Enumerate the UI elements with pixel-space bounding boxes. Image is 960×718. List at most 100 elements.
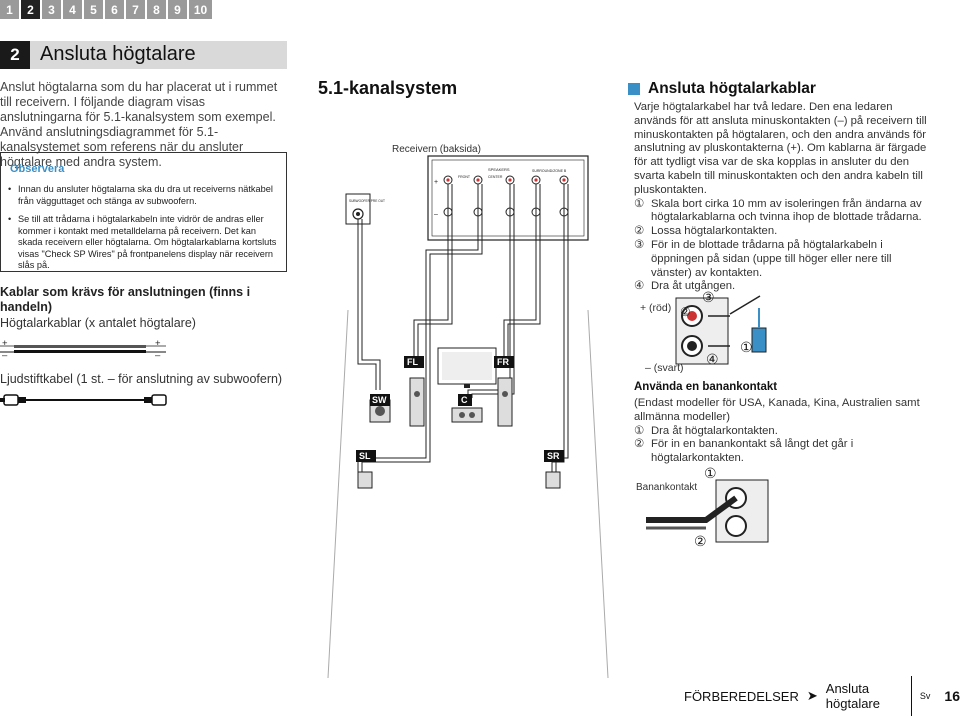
banana-heading: Använda en banankontakt — [634, 381, 778, 393]
right-heading: Ansluta högtalarkablar — [628, 80, 816, 98]
subwoofer-pre-out: SUBWOOFER PRE OUT — [345, 193, 385, 225]
speaker-sl — [357, 471, 373, 489]
note-item-text: Se till att trådarna i högtalarkabeln in… — [18, 214, 277, 270]
tag-fr: FR — [497, 357, 509, 367]
plus-terminal-mark: + — [434, 179, 438, 186]
note-item: • Innan du ansluter högtalarna ska du dra… — [8, 184, 280, 207]
minus-label-left: – — [2, 350, 8, 361]
speaker-sr — [545, 471, 561, 489]
plus-label-left: + — [2, 338, 8, 349]
speaker-c — [451, 407, 483, 423]
tag-fl: FL — [407, 357, 418, 367]
plus-red-label: + (röd) — [640, 302, 672, 314]
step-number: ② — [634, 438, 645, 451]
note-title: Observera — [10, 163, 65, 175]
banana-body: (Endast modeller för USA, Kanada, Kina, … — [634, 397, 934, 466]
step-item: ① Dra åt högtalarkontakten. — [634, 425, 934, 439]
chapter-tabs: 1 2 3 4 5 6 7 8 9 10 — [0, 0, 212, 19]
speaker-fl — [409, 377, 425, 427]
step-number: ① — [634, 197, 645, 210]
callout-2: ② — [680, 305, 691, 319]
tv-illustration — [437, 347, 497, 388]
minus-terminal-mark: – — [434, 211, 438, 218]
step-text: Dra åt högtalarkontakten. — [651, 424, 778, 437]
footer-topic[interactable]: Ansluta högtalare — [825, 681, 880, 711]
banana-callout-2: ② — [694, 533, 707, 549]
right-body: Varje högtalarkabel har två ledare. Den … — [634, 101, 934, 294]
tab-3[interactable]: 3 — [42, 0, 61, 19]
footer: FÖRBEREDELSER ➤ Ansluta högtalare Sv 16 — [684, 681, 960, 711]
tab-4[interactable]: 4 — [63, 0, 82, 19]
sub-cable-label: Ljudstiftkabel (1 st. – för anslutning a… — [0, 372, 283, 386]
step-text: Dra åt utgången. — [651, 280, 736, 293]
banana-callout-1: ① — [704, 465, 717, 481]
bullet-icon: • — [8, 184, 12, 194]
step-item: ② För in en banankontakt så långt det går… — [634, 438, 934, 466]
speaker-cable-illustration — [0, 345, 166, 353]
intro-text: Anslut högtalarna som du har placerat ut… — [0, 80, 278, 169]
surround-text: SURROUND/ZONE B — [532, 169, 567, 173]
tab-1[interactable]: 1 — [0, 0, 19, 19]
callout-4: ④ — [706, 351, 719, 367]
step-item: ① Skala bort cirka 10 mm av isoleringen f… — [634, 198, 934, 226]
note-list: • Innan du ansluter högtalarna ska du dra… — [8, 184, 280, 279]
cables-title: Kablar som krävs för anslutningen (finns… — [0, 285, 251, 314]
receiver-label: Receivern (baksida) — [392, 144, 481, 155]
step-number: ② — [634, 225, 645, 238]
step-number: ④ — [634, 280, 645, 293]
tag-sr: SR — [547, 451, 560, 461]
center-text: CENTER — [488, 175, 503, 179]
speaker-fr — [497, 377, 513, 427]
front-text: FRONT — [458, 175, 471, 179]
note-item-text: Innan du ansluter högtalarna ska du dra … — [18, 184, 273, 206]
right-heading-text: Ansluta högtalarkablar — [648, 80, 816, 97]
speaker-cable-label: Högtalarkablar (x antalet högtalare) — [0, 316, 196, 330]
step-number: ③ — [634, 238, 645, 251]
tag-c: C — [461, 395, 468, 405]
terminal-illustration: ③ ② ④ ① — [675, 289, 767, 367]
heading-square-icon — [628, 83, 640, 95]
plus-label-right: + — [155, 338, 161, 349]
step-number: ① — [634, 424, 645, 437]
section-number: 2 — [0, 41, 30, 69]
footer-divider — [911, 676, 912, 716]
banana-illustration: ① ② — [646, 465, 769, 549]
minus-label-right: – — [155, 350, 161, 361]
minus-black-label: – (svart) — [645, 362, 684, 374]
callout-3: ③ — [702, 289, 715, 305]
tab-9[interactable]: 9 — [168, 0, 187, 19]
receiver-back-panel: SPEAKERS FRONT CENTER SURROUND/ZONE B + … — [427, 155, 589, 241]
tab-7[interactable]: 7 — [126, 0, 145, 19]
tag-sw: SW — [372, 395, 387, 405]
page-number: 16 — [944, 688, 960, 704]
footer-arrow-icon: ➤ — [806, 688, 818, 703]
step-text: Skala bort cirka 10 mm av isoleringen fr… — [651, 197, 922, 224]
tab-2[interactable]: 2 — [21, 0, 40, 19]
wiring-diagram: SPEAKERS FRONT CENTER SURROUND/ZONE B + … — [327, 155, 609, 679]
right-body-text: Varje högtalarkabel har två ledare. Den … — [634, 101, 927, 196]
tab-10[interactable]: 10 — [189, 0, 212, 19]
speakers-text: SPEAKERS — [488, 167, 510, 172]
banana-plug-label: Banankontakt — [636, 482, 698, 493]
bullet-icon: • — [8, 214, 12, 224]
tab-5[interactable]: 5 — [84, 0, 103, 19]
step-item: ② Lossa högtalarkontakten. — [634, 225, 934, 239]
step-item: ④ Dra åt utgången. — [634, 280, 934, 294]
note-item: • Se till att trådarna i högtalarkabeln i… — [8, 214, 280, 272]
tab-6[interactable]: 6 — [105, 0, 124, 19]
tab-8[interactable]: 8 — [147, 0, 166, 19]
section-bar — [0, 41, 287, 69]
step-text: För in de blottade trådarna på högtalark… — [651, 238, 892, 279]
section-title: Ansluta högtalare — [40, 43, 196, 65]
footer-language: Sv — [919, 691, 931, 701]
footer-chapter[interactable]: FÖRBEREDELSER — [684, 688, 799, 704]
pre-out-text: SUBWOOFER PRE OUT — [349, 199, 385, 203]
step-text: För in en banankontakt så långt det går … — [651, 438, 854, 465]
callout-1: ① — [740, 339, 753, 355]
step-item: ③ För in de blottade trådarna på högtalar… — [634, 239, 934, 280]
step-text: Lossa högtalarkontakten. — [651, 225, 778, 238]
diagram-heading: 5.1-kanalsystem — [318, 78, 458, 98]
note-box — [0, 152, 287, 272]
pin-cable-illustration — [0, 394, 167, 406]
banana-models: (Endast modeller för USA, Kanada, Kina, … — [634, 397, 920, 423]
